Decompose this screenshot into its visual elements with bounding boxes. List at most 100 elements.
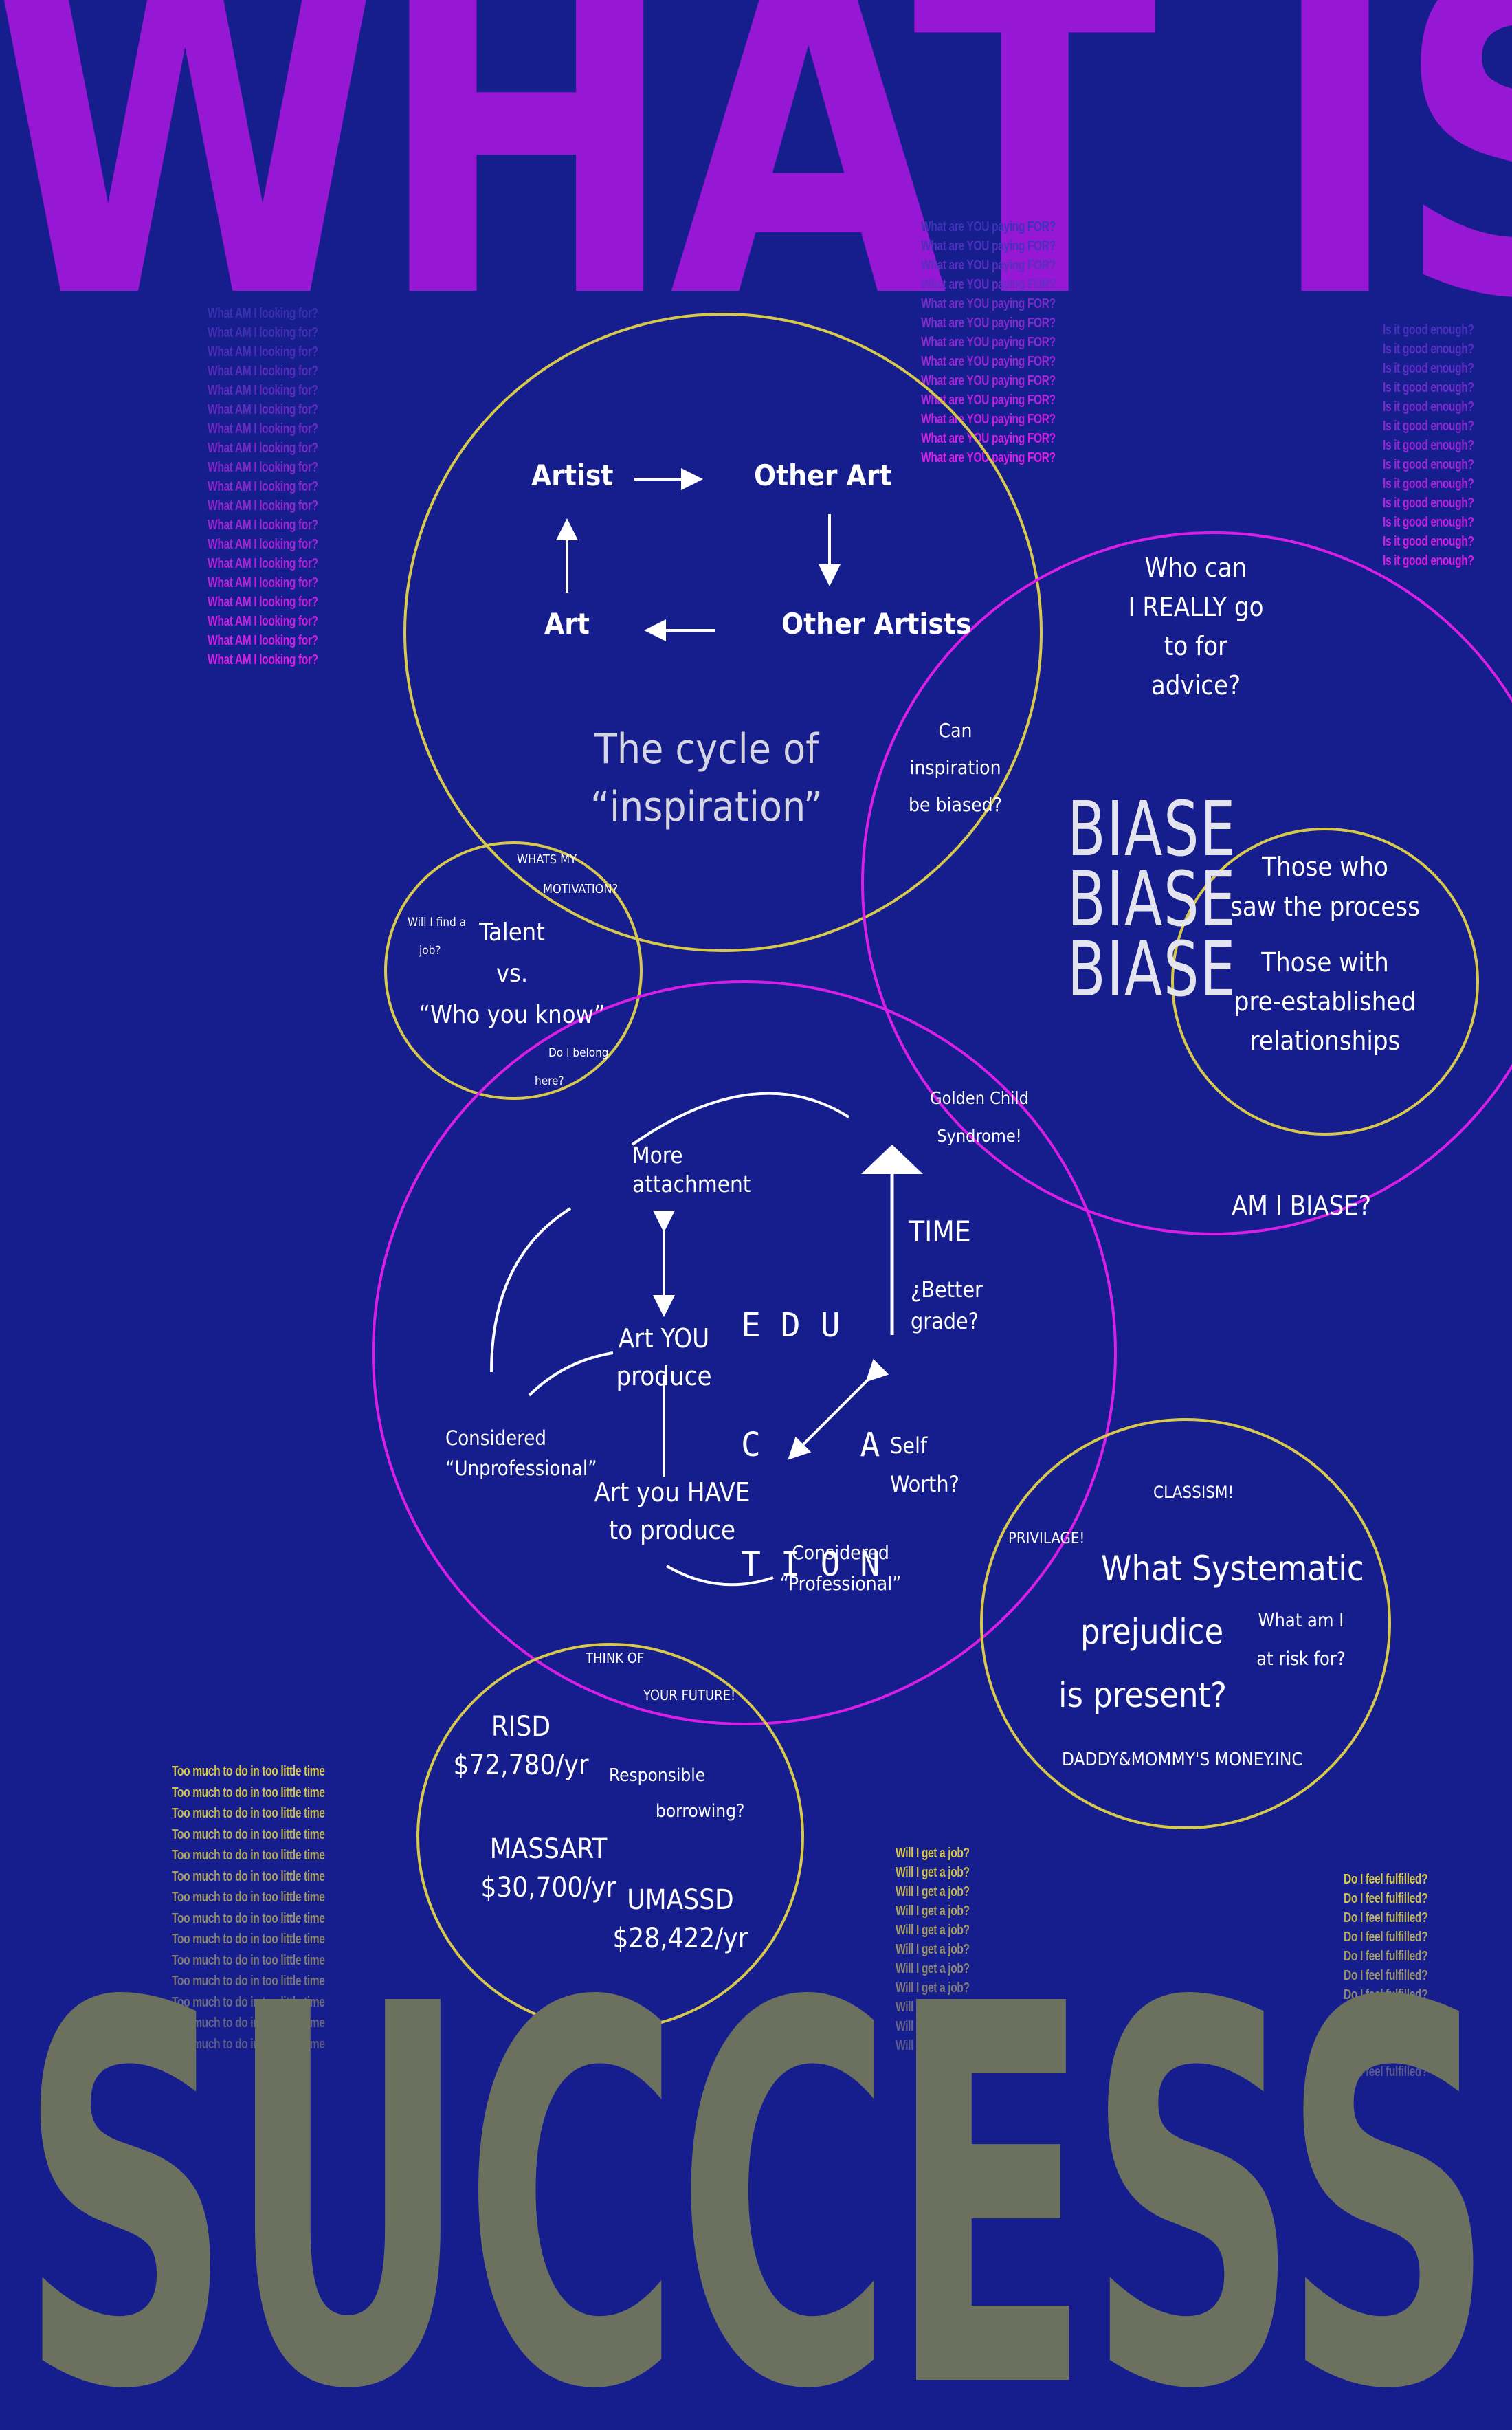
repeated-line: Will I get a job? [896, 1884, 970, 1899]
repeated-line: Is it good enough? [1383, 457, 1474, 472]
repeated-line: Too much to do in too little time [172, 1994, 325, 2010]
repeated-line: Do I feel fulfilled? [1344, 1987, 1428, 2002]
repeated-line: What are YOU paying FOR? [921, 277, 1056, 292]
those-with-line2: pre-established [1234, 986, 1416, 1017]
responsible-borrowing-line2: borrowing? [656, 1801, 745, 1822]
repeated-line: What AM I looking for? [208, 402, 318, 417]
risk-line1: What am I [1258, 1610, 1344, 1631]
repeated-what-am-i-looking-for: What AM I looking for? What AM I looking … [208, 304, 318, 670]
biase-word-3: BIASE [1067, 925, 1237, 1013]
repeated-line: Is it good enough? [1383, 496, 1474, 511]
cycle-title-line2: “inspiration” [590, 783, 823, 831]
belong-line1: Do I belong [548, 1046, 609, 1060]
repeated-line: What AM I looking for? [208, 325, 318, 340]
arc-bottom [665, 1565, 774, 1587]
repeated-line: What AM I looking for? [208, 614, 318, 629]
more-attachment: More attachment [632, 1141, 751, 1199]
repeated-line: What AM I looking for? [208, 364, 318, 379]
golden-child-syndrome: Golden Child Syndrome! [918, 1079, 1041, 1155]
advice-question: Who can I REALLY go to for advice? [1072, 549, 1320, 705]
repeated-line: Will I get a job? [896, 1846, 970, 1861]
can-inspiration-line3: be biased? [909, 793, 1002, 816]
repeated-line: What are YOU paying FOR? [921, 258, 1056, 273]
repeated-line: What are YOU paying FOR? [921, 335, 1056, 350]
self-worth-line2: Worth? [890, 1471, 959, 1497]
art-have-line1: Art you HAVE [594, 1477, 751, 1507]
risk-line2: at risk for? [1256, 1648, 1346, 1670]
self-worth-arrow [788, 1358, 889, 1460]
repeated-line: Too much to do in too little time [172, 1932, 325, 1947]
repeated-line: Will I get a job? [896, 1865, 970, 1880]
prejudice-title-line2: prejudice [1080, 1612, 1224, 1652]
repeated-line: Is it good enough? [1383, 399, 1474, 415]
self-worth: Self Worth? [890, 1426, 959, 1503]
repeated-line: Too much to do in too little time [172, 1868, 325, 1884]
repeated-line: Too much to do in too little time [172, 1848, 325, 1863]
considered-professional: Considered “Professional” [775, 1537, 906, 1599]
repeated-line: Is it good enough? [1383, 438, 1474, 453]
repeated-line: Is it good enough? [1383, 361, 1474, 376]
repeated-line: Too much to do in too little time [172, 1764, 325, 1779]
classism-label: CLASSISM! [1153, 1483, 1234, 1502]
art-you-have-to-produce: Art you HAVE to produce [583, 1474, 761, 1549]
better-grade-line2: grade? [911, 1308, 979, 1334]
art-you-produce: Art YOU produce [595, 1320, 733, 1395]
biase-stack: BIASE BIASE BIASE [1067, 791, 1237, 1013]
cycle-title-line1: The cycle of [594, 725, 819, 773]
repeated-line: What AM I looking for? [208, 537, 318, 552]
art-have-line2: to produce [608, 1515, 736, 1545]
unprofessional-line1: Considered [445, 1426, 546, 1450]
daddy-mommys-money: DADDY&MOMMY'S MONEY.INC [1062, 1749, 1303, 1770]
repeated-line: Do I feel fulfilled? [1344, 2026, 1428, 2041]
advice-line3: to for [1164, 631, 1228, 661]
those-with-relationships: Those with pre-established relationships [1215, 943, 1435, 1061]
repeated-line: Do I feel fulfilled? [1344, 1891, 1428, 1906]
repeated-line: Is it good enough? [1383, 534, 1474, 549]
art-you-produce-line1: Art YOU [618, 1323, 710, 1354]
bias-circle [861, 531, 1512, 1235]
massart-name: MASSART [489, 1833, 608, 1865]
art-you-produce-line2: produce [616, 1361, 712, 1391]
repeated-line: Will I get a job? [896, 1961, 970, 1976]
headline-what-is: WHAT IS [0, 0, 1512, 395]
repeated-line: Do I feel fulfilled? [1344, 2045, 1428, 2060]
risd-tuition: RISD $72,780/yr [432, 1708, 610, 1785]
repeated-line: What are YOU paying FOR? [921, 354, 1056, 369]
self-worth-line1: Self [890, 1433, 928, 1459]
advice-line1: Who can [1144, 553, 1247, 583]
repeated-line: What AM I looking for? [208, 652, 318, 667]
repeated-line: Too much to do in too little time [172, 1785, 325, 1800]
find-job-line1: Will I find a [408, 916, 466, 929]
can-inspiration-line2: inspiration [909, 756, 1001, 779]
repeated-line: Will I get a job? [896, 1942, 970, 1957]
those-with-line1: Those with [1261, 947, 1389, 977]
repeated-line: What AM I looking for? [208, 383, 318, 398]
umassd-tuition: UMASSD $28,422/yr [598, 1881, 763, 1958]
repeated-line: Too much to do in too little time [172, 1974, 325, 1989]
repeated-line: Do I feel fulfilled? [1344, 1968, 1428, 1983]
edu-row3: T I O N [741, 1545, 880, 1584]
tuition-circle [416, 1643, 804, 2031]
edu-row2: C A [741, 1426, 880, 1464]
repeated-line: What AM I looking for? [208, 460, 318, 475]
repeated-line: Is it good enough? [1383, 380, 1474, 395]
prejudice-title-line1: What Systematic [1101, 1549, 1364, 1589]
repeated-line: Will I get a job? [896, 1980, 970, 1996]
repeated-line: Is it good enough? [1383, 322, 1474, 338]
what-am-i-at-risk-for: What am I at risk for? [1243, 1602, 1359, 1679]
repeated-line: Too much to do in too little time [172, 1890, 325, 1905]
repeated-line: Do I feel fulfilled? [1344, 1949, 1428, 1964]
time-arrowhead [861, 1145, 923, 1174]
repeated-line: What AM I looking for? [208, 633, 318, 648]
massart-cost: $30,700/yr [480, 1872, 616, 1903]
repeated-line: What AM I looking for? [208, 344, 318, 360]
umassd-cost: $28,422/yr [612, 1923, 748, 1954]
am-i-biase: AM I BIASE? [1232, 1191, 1372, 1221]
repeated-line: Too much to do in too little time [172, 1806, 325, 1821]
repeated-line: What AM I looking for? [208, 575, 318, 590]
repeated-line: Will I get a job? [896, 2000, 970, 2015]
talent-line3: “Who you know” [419, 1001, 605, 1029]
repeated-line: Is it good enough? [1383, 515, 1474, 530]
considered-unprofessional: Considered “Unprofessional” [445, 1423, 597, 1483]
